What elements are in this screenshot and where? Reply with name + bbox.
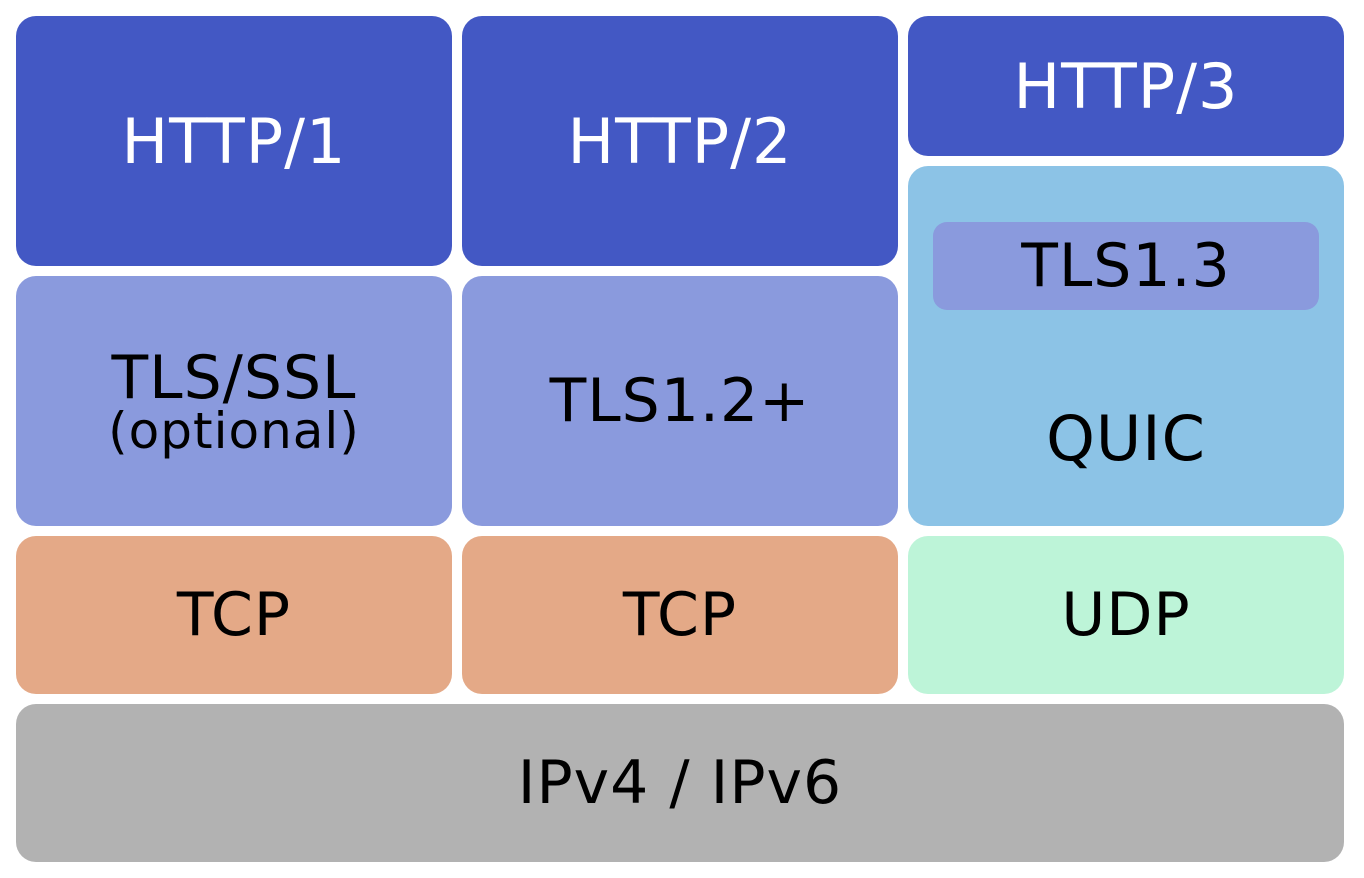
tls13-label: TLS1.3 [1021, 231, 1231, 301]
tls-ssl-label: TLS/SSL [111, 342, 357, 413]
http2-block: HTTP/2 [462, 16, 898, 266]
http3-block: HTTP/3 [908, 16, 1344, 156]
http2-label: HTTP/2 [567, 104, 793, 178]
ip-label: IPv4 / IPv6 [517, 748, 843, 818]
ip-block: IPv4 / IPv6 [16, 704, 1344, 862]
http1-label: HTTP/1 [121, 104, 347, 178]
udp-label: UDP [1061, 580, 1191, 650]
tcp-block-http1: TCP [16, 536, 452, 694]
tcp-label-http1: TCP [176, 580, 292, 650]
tls12-label: TLS1.2+ [549, 366, 811, 436]
http3-label: HTTP/3 [1013, 49, 1239, 123]
tls13-block: TLS1.3 [933, 222, 1319, 310]
tls-ssl-optional-note: (optional) [108, 401, 360, 460]
tls-ssl-block: TLS/SSL (optional) [16, 276, 452, 526]
quic-block: TLS1.3 QUIC [908, 166, 1344, 526]
tcp-label-http2: TCP [622, 580, 738, 650]
tcp-block-http2: TCP [462, 536, 898, 694]
udp-block: UDP [908, 536, 1344, 694]
tls12-block: TLS1.2+ [462, 276, 898, 526]
quic-label: QUIC [1046, 402, 1206, 475]
http1-block: HTTP/1 [16, 16, 452, 266]
